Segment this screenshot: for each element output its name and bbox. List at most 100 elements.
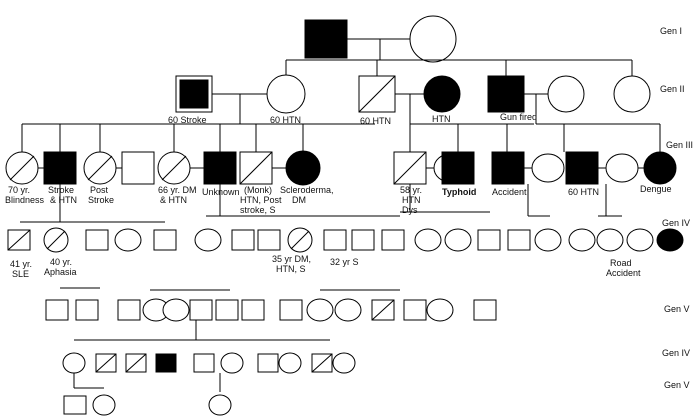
gen5-female xyxy=(162,298,190,322)
label-monk: (Monk) xyxy=(244,185,272,195)
gen4b-male-affected xyxy=(155,353,177,373)
label-35yr-htn: HTN, S xyxy=(276,264,306,274)
label-unknown: Unknown xyxy=(202,187,240,197)
gen4-male xyxy=(507,229,531,251)
gen2-male-stroke-fill xyxy=(179,79,209,109)
deceased-slash xyxy=(311,353,333,373)
gen5-male xyxy=(189,299,213,321)
gen3-female-dengue xyxy=(643,151,677,185)
deceased-slash xyxy=(87,155,113,181)
label-60-htn-2: 60 HTN xyxy=(360,116,391,126)
gen4-female xyxy=(414,228,442,252)
gen2-female-wife1 xyxy=(547,75,585,113)
gen2-female-htn xyxy=(266,74,306,114)
gen-label-iii: Gen III xyxy=(666,140,693,150)
gen4b-male xyxy=(257,353,279,373)
gen5-male xyxy=(215,299,239,321)
generation-ii: 60 Stroke 60 HTN 60 HTN HTN Gun fired xyxy=(168,74,651,126)
label-htn: HTN xyxy=(432,114,451,124)
deceased-slash xyxy=(161,155,187,181)
label-post-stroke: Stroke xyxy=(88,195,114,205)
label-58yr: 58 yr. xyxy=(400,185,422,195)
gen3-male-accident xyxy=(491,151,525,185)
label-sle: SLE xyxy=(12,269,29,279)
gen5-male xyxy=(403,299,427,321)
label-road-accident: Accident xyxy=(606,268,641,278)
gen5-male xyxy=(75,299,99,321)
gen-label-iv-b: Gen IV xyxy=(662,348,690,358)
label-66yr-htn: & HTN xyxy=(160,195,187,205)
gen5-male xyxy=(117,299,141,321)
deceased-slash xyxy=(239,151,273,185)
gen4-female xyxy=(114,228,142,252)
gen5b-male xyxy=(63,395,87,415)
generation-v-lower xyxy=(63,373,232,416)
label-stroke: Stroke xyxy=(48,185,74,195)
gen3-female-scleroderma xyxy=(285,150,321,186)
gen5-female xyxy=(334,298,362,322)
gen2-female-htn-affected xyxy=(423,75,461,113)
label-monk-stroke: stroke, S xyxy=(240,205,276,215)
label-gun-fired: Gun fired xyxy=(500,112,537,122)
gen5-female xyxy=(306,298,334,322)
gen3-male-unknown xyxy=(203,151,237,185)
gen-label-v-b: Gen V xyxy=(664,380,690,390)
label-40yr: 40 yr. xyxy=(50,257,72,267)
gen2-female-wife2 xyxy=(613,75,651,113)
label-aphasia: Aphasia xyxy=(44,267,77,277)
label-typhoid: Typhoid xyxy=(442,187,476,197)
gen5-male xyxy=(241,299,265,321)
gen4-female xyxy=(194,228,222,252)
gen4b-female-deceased xyxy=(332,352,356,374)
label-and-htn: & HTN xyxy=(50,195,77,205)
label-post: Post xyxy=(90,185,109,195)
gen4-female xyxy=(534,228,562,252)
gen4-male xyxy=(477,229,501,251)
gen4-female-road-accident xyxy=(656,228,684,252)
gen4-male xyxy=(381,229,405,251)
gen-label-ii: Gen II xyxy=(660,84,685,94)
gen3-female-spouse-2 xyxy=(531,153,565,183)
label-blindness: Blindness xyxy=(5,195,45,205)
gen1-female xyxy=(409,15,457,63)
gen4b-male xyxy=(193,353,215,373)
gen5-female xyxy=(426,298,454,322)
gen5b-female xyxy=(208,394,232,416)
gen4-female xyxy=(444,228,472,252)
gen4-male xyxy=(323,229,347,251)
generation-v xyxy=(45,287,497,322)
gen3-male-spouse xyxy=(121,151,155,185)
gen3-male-typhoid xyxy=(441,151,475,185)
gen-label-iv: Gen IV xyxy=(662,218,690,228)
label-41yr: 41 yr. xyxy=(10,259,32,269)
gen4-male xyxy=(153,229,177,251)
label-66yr-dm: 66 yr. DM xyxy=(158,185,197,195)
gen4b-female xyxy=(62,352,86,374)
label-road: Road xyxy=(610,258,632,268)
gen4-female xyxy=(568,228,596,252)
label-60-htn-gen3: 60 HTN xyxy=(568,187,599,197)
deceased-slash xyxy=(7,229,31,251)
gen3-male-60-htn xyxy=(565,151,599,185)
gen5-male xyxy=(45,299,69,321)
gen4-male xyxy=(257,229,281,251)
label-dengue: Dengue xyxy=(640,184,672,194)
generation-iv: 41 yr. SLE 40 yr. Aphasia 35 yr DM, HTN,… xyxy=(7,184,684,279)
generation-labels: Gen I Gen II Gen III Gen IV Gen V Gen IV… xyxy=(660,26,693,390)
gen5-male xyxy=(473,299,497,321)
deceased-slash xyxy=(358,75,396,113)
gen4b-female xyxy=(278,352,302,374)
deceased-slash xyxy=(95,353,117,373)
label-58-htn: HTN xyxy=(402,195,421,205)
gen1-male-affected xyxy=(304,19,348,59)
gen3-female-spouse-3 xyxy=(605,153,639,183)
deceased-slash xyxy=(9,155,35,181)
gen-label-i: Gen I xyxy=(660,26,682,36)
gen5b-female xyxy=(92,394,116,416)
label-60-stroke: 60 Stroke xyxy=(168,115,207,125)
generation-iii: 70 yr. Blindness Stroke & HTN Post Strok… xyxy=(5,123,677,215)
gen4-male-32yr xyxy=(351,229,375,251)
label-35yr-dm: 35 yr DM, xyxy=(272,254,311,264)
generation-iv-lower xyxy=(62,320,356,374)
